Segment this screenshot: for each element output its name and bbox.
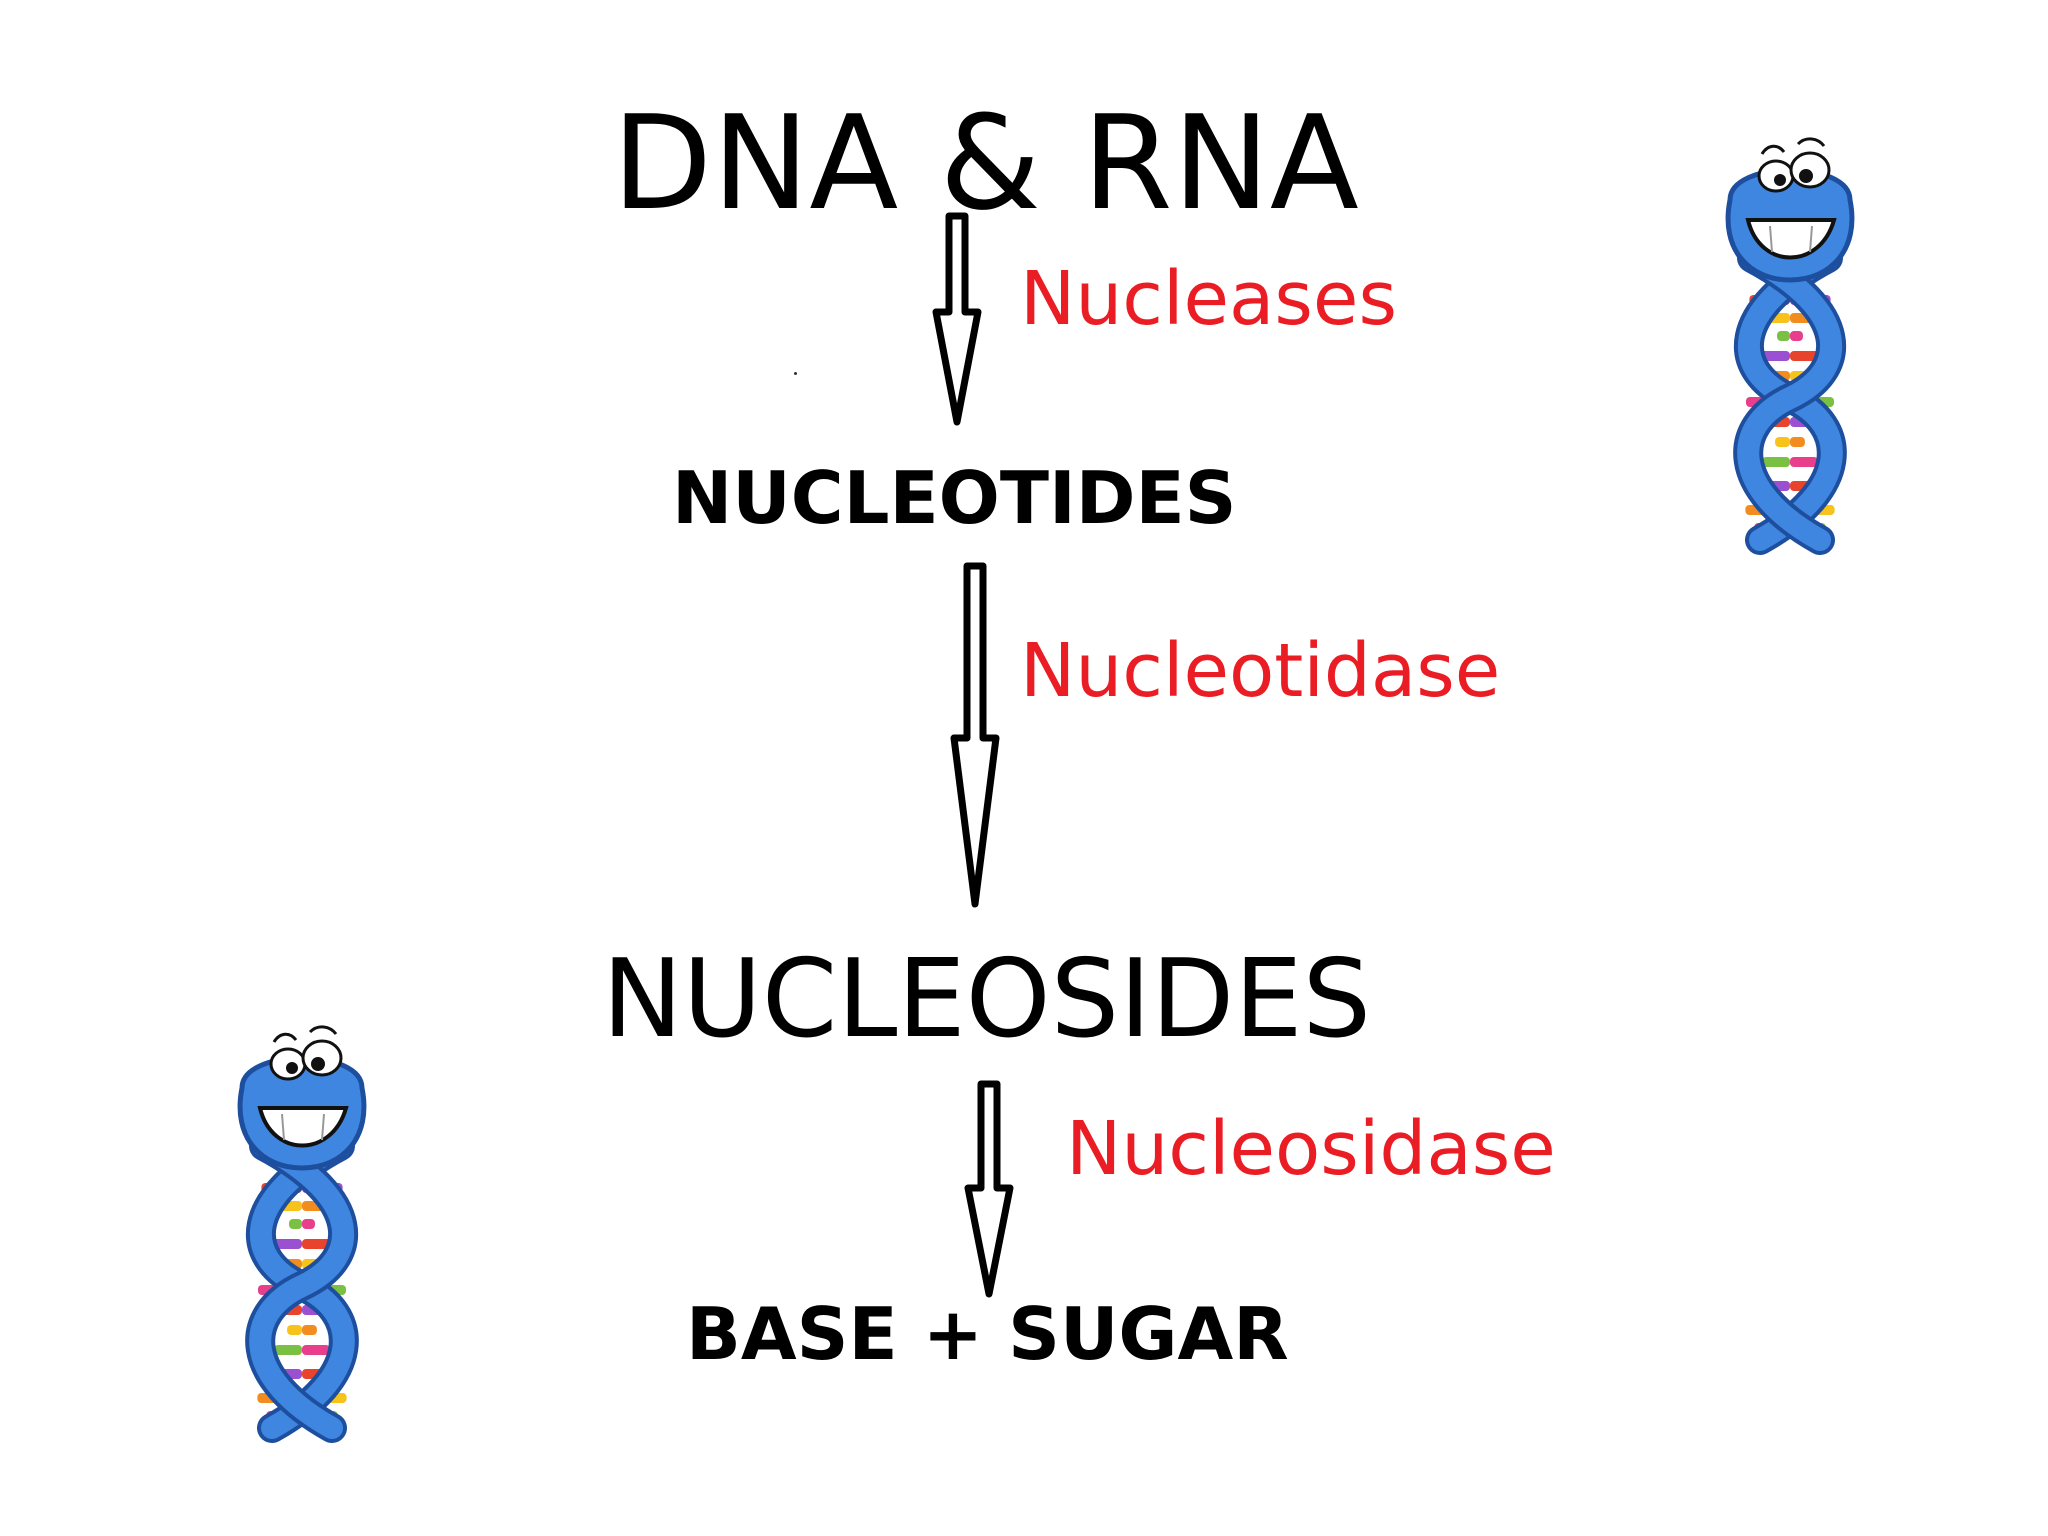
- dna-mascot-icon: [237, 1025, 367, 1443]
- arrow-down-icon: [932, 212, 982, 426]
- arrow-down-icon: [964, 1080, 1014, 1298]
- node-nucleotides: NUCLEOTIDES: [672, 456, 1237, 540]
- arrow-down-icon: [950, 562, 1000, 908]
- enzyme-nucleosidase: Nucleosidase: [1066, 1106, 1556, 1192]
- node-dna-rna: DNA & RNA: [612, 87, 1359, 239]
- speck-dot: [794, 372, 797, 375]
- dna-mascot-icon: [1725, 137, 1855, 555]
- enzyme-nucleotidase: Nucleotidase: [1020, 628, 1501, 714]
- node-nucleosides: NUCLEOSIDES: [602, 937, 1372, 1062]
- enzyme-nucleases: Nucleases: [1020, 256, 1398, 342]
- node-base-sugar: BASE + SUGAR: [686, 1292, 1289, 1376]
